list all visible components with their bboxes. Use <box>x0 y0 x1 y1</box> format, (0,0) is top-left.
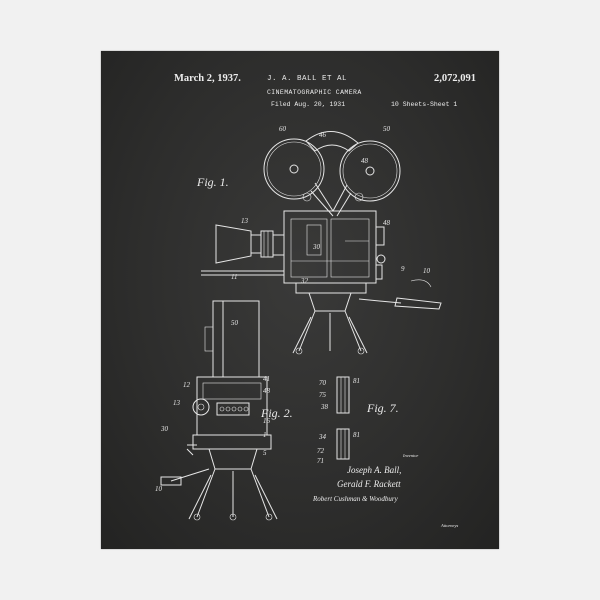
svg-text:75: 75 <box>319 391 327 399</box>
svg-text:60: 60 <box>279 125 287 133</box>
svg-text:38: 38 <box>320 403 329 411</box>
svg-text:50: 50 <box>231 319 239 327</box>
fig7-detail-section: 70 75 38 81 34 81 72 71 <box>317 376 360 465</box>
svg-text:50: 50 <box>383 125 391 133</box>
fig1-label: Fig. 1. <box>197 175 229 189</box>
svg-text:13: 13 <box>173 399 181 407</box>
svg-text:5: 5 <box>263 449 267 457</box>
svg-text:48: 48 <box>361 157 369 165</box>
svg-text:81: 81 <box>353 377 360 385</box>
svg-text:81: 81 <box>353 431 360 439</box>
svg-text:11: 11 <box>231 273 237 281</box>
svg-text:72: 72 <box>317 447 325 455</box>
patent-number: 2,072,091 <box>434 73 476 84</box>
svg-text:46: 46 <box>319 131 327 139</box>
camera-patent-drawing: 60 46 50 48 13 48 30 11 32 9 10 50 <box>155 125 442 521</box>
svg-text:48: 48 <box>383 219 391 227</box>
patent-date: March 2, 1937. <box>174 73 241 84</box>
patent-title: CINEMATOGRAPHIC CAMERA <box>267 89 362 96</box>
fig2-label: Fig. 2. <box>261 406 293 420</box>
svg-text:10: 10 <box>423 267 431 275</box>
svg-text:12: 12 <box>183 381 191 389</box>
svg-text:10: 10 <box>155 485 163 493</box>
fig1-camera-side-view: 60 46 50 48 13 48 30 11 32 9 10 <box>201 125 442 355</box>
patent-filed-date: Filed Aug. 20, 1931 <box>271 101 346 108</box>
patent-sheet-count: 10 Sheets-Sheet 1 <box>391 101 458 108</box>
svg-text:70: 70 <box>319 379 327 387</box>
svg-text:71: 71 <box>317 457 324 465</box>
attorneys-label: Attorneys <box>441 523 459 528</box>
fig7-label: Fig. 7. <box>367 401 399 415</box>
svg-text:1: 1 <box>263 431 267 439</box>
blueprint-sheet: March 2, 1937. J. A. BALL ET AL 2,072,09… <box>101 51 499 549</box>
signature-line-2: Gerald F. Rackett <box>337 479 401 489</box>
svg-text:13: 13 <box>241 217 249 225</box>
fig2-camera-front-view: 50 12 13 41 48 16 1 <box>155 300 278 521</box>
svg-text:48: 48 <box>263 387 271 395</box>
svg-text:30: 30 <box>312 243 321 251</box>
svg-text:41: 41 <box>263 375 270 383</box>
svg-text:34: 34 <box>318 433 327 441</box>
svg-text:16: 16 <box>263 417 271 425</box>
patent-inventors: J. A. BALL ET AL <box>267 75 348 83</box>
svg-text:32: 32 <box>300 277 309 285</box>
svg-text:30: 30 <box>160 425 169 433</box>
signature-line-1: Joseph A. Ball, <box>347 465 402 475</box>
signature-line-3: Robert Cushman & Woodbury <box>313 495 398 503</box>
inventor-label: Inventor <box>403 453 419 458</box>
svg-text:9: 9 <box>401 265 405 273</box>
